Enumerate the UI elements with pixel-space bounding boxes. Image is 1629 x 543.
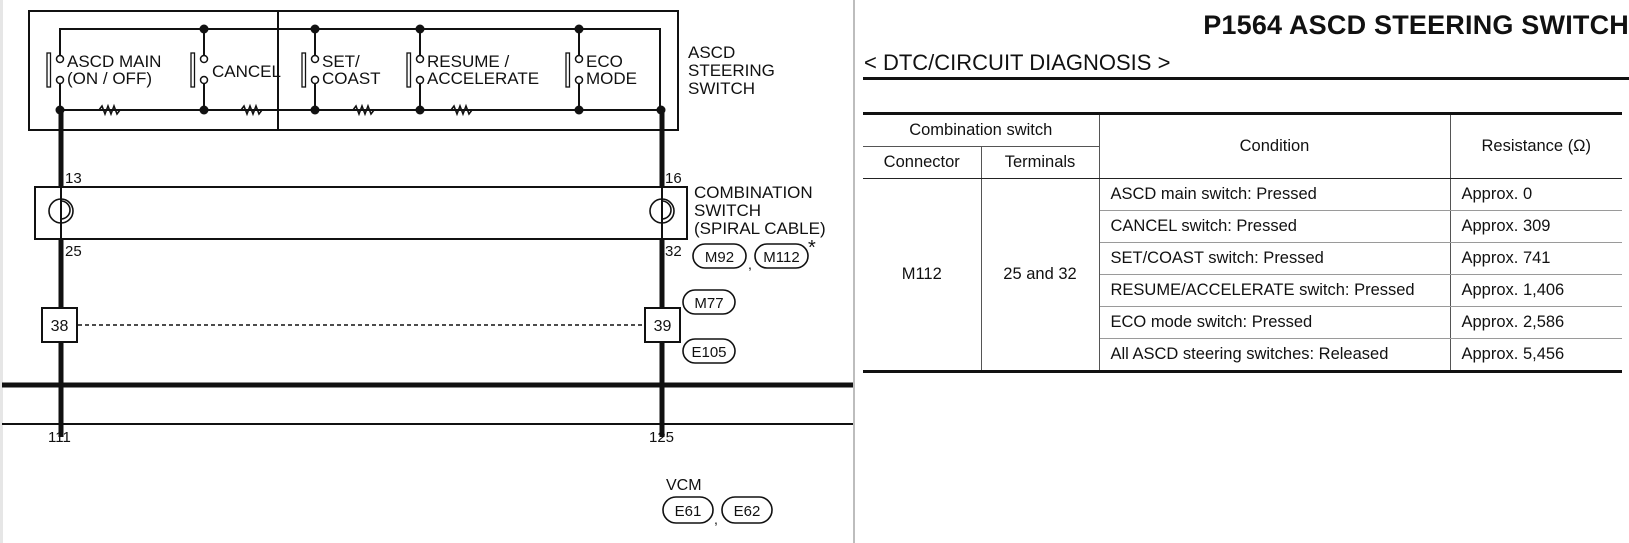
svg-text:E62: E62: [734, 503, 761, 520]
switch-label: RESUME /: [427, 52, 509, 71]
switch-contact: RESUME /ACCELERATE: [406, 29, 539, 110]
switch-contact: CANCEL: [190, 29, 281, 110]
svg-text:M112: M112: [763, 249, 799, 266]
header-terminals: Terminals: [981, 146, 1100, 179]
switch-label: ECO: [586, 52, 623, 71]
steering-switch-box-outline: [28, 10, 679, 131]
steering-switch-label: ASCD STEERING SWITCH: [688, 43, 780, 98]
cell-condition: RESUME/ACCELERATE switch: Pressed: [1099, 274, 1451, 307]
section-rule: [863, 77, 1629, 80]
section-title: < DTC/CIRCUIT DIAGNOSIS >: [864, 50, 1171, 75]
cell-connector: M112: [863, 178, 982, 372]
table-header-row: Combination switch Condition Resistance …: [863, 113, 1622, 179]
header-connector: Connector: [863, 146, 982, 179]
cell-resistance: Approx. 5,456: [1461, 345, 1565, 363]
switch-label: ACCELERATE: [427, 69, 539, 88]
junction-dot: [310, 105, 320, 115]
junction-dot: [199, 105, 209, 115]
junction-dot: [574, 105, 584, 115]
cell-condition: ECO mode switch: Pressed: [1099, 306, 1451, 339]
svg-text:M92: M92: [705, 249, 734, 266]
resistance-table: Combination switch Condition Resistance …: [863, 112, 1622, 373]
combination-switch-box: [34, 186, 688, 240]
vcm-terminal-label: 125: [649, 429, 674, 446]
diagnosis-panel: P1564 ASCD STEERING SWITCH < DTC/CIRCUIT…: [856, 0, 1629, 543]
junction-dot: [574, 24, 584, 34]
cell-condition: CANCEL switch: Pressed: [1099, 210, 1451, 243]
cell-condition: ASCD main switch: Pressed: [1099, 178, 1451, 211]
svg-text:38: 38: [51, 318, 69, 335]
table-row: SET/COAST switch: Pressed Approx. 741: [863, 242, 1622, 275]
switch-label: SET/: [322, 52, 360, 71]
terminal-label: 32: [665, 243, 682, 260]
spiral-cable-icon: [48, 198, 74, 224]
switch-label: ASCD MAIN: [67, 52, 161, 71]
resistor-icon: [98, 103, 121, 117]
table-row: All ASCD steering switches: Released App…: [863, 338, 1622, 372]
joint-connector-38: 38: [41, 307, 78, 343]
svg-text:M77: M77: [694, 295, 723, 312]
svg-text:E61: E61: [675, 503, 702, 520]
resistor-icon: [240, 103, 263, 117]
vcm-label: VCM: [666, 477, 702, 494]
spiral-cable-icon: [649, 198, 675, 224]
connector-badge-e61[interactable]: E61: [662, 496, 714, 524]
switch-label: (ON / OFF): [67, 69, 152, 88]
cell-resistance: Approx. 741: [1450, 242, 1622, 275]
cell-resistance: Approx. 2,586: [1450, 306, 1622, 339]
panel-divider: [853, 0, 855, 543]
switch-contact: SET/COAST: [301, 29, 381, 110]
header-condition: Condition: [1099, 113, 1451, 179]
cell-resistance: Approx. 1,406: [1450, 274, 1622, 307]
vcm-terminal-label: 111: [48, 429, 71, 446]
junction-dot: [415, 24, 425, 34]
header-resistance: Resistance (Ω): [1450, 113, 1622, 179]
switch-label: MODE: [586, 69, 637, 88]
connector-badge-e62[interactable]: E62: [721, 496, 773, 524]
switch-label: CANCEL: [212, 62, 281, 81]
connector-badge-m112[interactable]: M112: [754, 243, 809, 269]
cell-resistance: Approx. 309: [1450, 210, 1622, 243]
junction-dot: [310, 24, 320, 34]
svg-text:E105: E105: [691, 344, 726, 361]
connector-badge-m92[interactable]: M92: [692, 243, 747, 269]
junction-dot: [199, 24, 209, 34]
table-row: CANCEL switch: Pressed Approx. 309: [863, 210, 1622, 243]
comma: ,: [748, 256, 752, 272]
switch-label: COAST: [322, 69, 381, 88]
switch-group: ASCD MAIN(ON / OFF) CANCEL SET/COAST RESUME…: [46, 29, 637, 110]
junction-dot: [415, 105, 425, 115]
connector-badge-m77[interactable]: M77: [682, 289, 736, 315]
connector-badge-e105[interactable]: E105: [682, 338, 736, 364]
resistor-icon: [450, 103, 473, 117]
terminal-label: 16: [665, 170, 682, 187]
header-combination-switch: Combination switch: [863, 113, 1100, 147]
joint-connector-39: 39: [644, 307, 681, 343]
cell-resistance: Approx. 0: [1450, 178, 1622, 211]
cell-condition: SET/COAST switch: Pressed: [1099, 242, 1451, 275]
svg-text:39: 39: [654, 318, 672, 335]
page-edge: [0, 0, 3, 543]
wiring-diagram: ASCD MAIN(ON / OFF) CANCEL SET/COAST RESUME…: [2, 10, 853, 527]
resistor-icon: [352, 103, 375, 117]
terminal-label: 13: [65, 170, 82, 187]
cell-terminals: 25 and 32: [981, 178, 1100, 372]
table-row: M112 25 and 32 ASCD main switch: Pressed…: [863, 178, 1622, 372]
page-title: P1564 ASCD STEERING SWITCH: [1203, 10, 1629, 40]
table-subheader-row: Connector Terminals: [863, 146, 1622, 179]
table-row: RESUME/ACCELERATE switch: Pressed Approx…: [863, 274, 1622, 307]
switch-contact: ASCD MAIN(ON / OFF): [46, 29, 161, 110]
table-row: ECO mode switch: Pressed Approx. 2,586: [863, 306, 1622, 339]
comma: ,: [714, 511, 718, 527]
note-asterisk: *: [808, 237, 816, 259]
terminal-label: 25: [65, 243, 82, 260]
cell-condition: All ASCD steering switches: Released: [1099, 338, 1451, 372]
resistor-icons: [98, 103, 473, 117]
combination-switch-label: COMBINATION SWITCH (SPIRAL CABLE): [694, 183, 826, 238]
